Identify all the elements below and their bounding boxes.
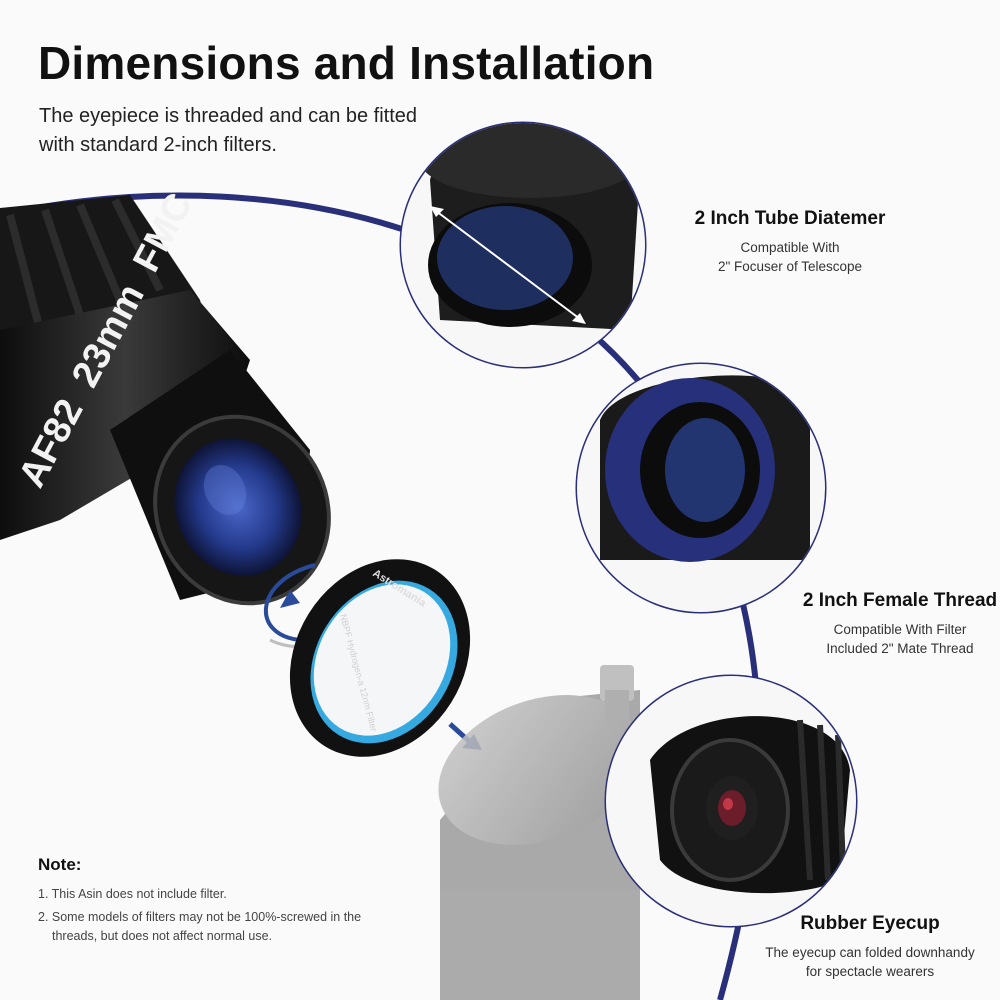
callout-line-2: for spectacle wearers: [805, 964, 935, 979]
eyepiece-body: AF82 23mm FMC: [0, 186, 331, 606]
callout-line-2: 2" Focuser of Telescope: [717, 259, 863, 274]
detail-circle-thread: [575, 362, 827, 614]
note-item: 1. This Asin does not include filter.: [38, 887, 227, 901]
callout-heading: 2 Inch Female Thread: [802, 590, 998, 611]
detail-circle-tube: [399, 121, 647, 369]
page-subtitle: The eyepiece is threaded and can be fitt…: [39, 102, 439, 160]
eyepiece-lens: [174, 438, 302, 576]
callout-line-1: The eyecup can folded downhandy: [765, 945, 975, 960]
callout-heading: Rubber Eyecup: [800, 913, 940, 934]
note-section: Note: 1. This Asin does not include filt…: [38, 855, 378, 950]
note-list: 1. This Asin does not include filter. 2.…: [38, 885, 378, 946]
subtitle-line-2: with standard 2-inch filters.: [39, 134, 277, 156]
callout-line-1: Compatible With: [740, 240, 840, 255]
callout-heading: 2 Inch Tube Diatemer: [694, 208, 886, 229]
note-heading: Note:: [38, 855, 82, 874]
callout-female-thread: 2 Inch Female Thread Compatible With Fil…: [790, 590, 1000, 658]
page-title: Dimensions and Installation: [38, 37, 655, 89]
detail-circle-eyecup: [604, 674, 858, 928]
callout-line-2: Included 2" Mate Thread: [826, 641, 974, 656]
subtitle-line-1: The eyepiece is threaded and can be fitt…: [39, 105, 418, 127]
eyepiece-marking-ring: [0, 290, 250, 540]
callout-tube-diameter: 2 Inch Tube Diatemer Compatible With 2" …: [665, 208, 915, 276]
callout-rubber-eyecup: Rubber Eyecup The eyecup can folded down…: [750, 913, 990, 981]
callout-line-1: Compatible With Filter: [833, 622, 967, 637]
note-item: 2. Some models of filters may not be 100…: [38, 910, 362, 943]
focuser-adapter: [438, 665, 642, 1000]
filter-ring: Astromania NBPF Hydrogen-a 12nm Filter: [289, 559, 471, 757]
